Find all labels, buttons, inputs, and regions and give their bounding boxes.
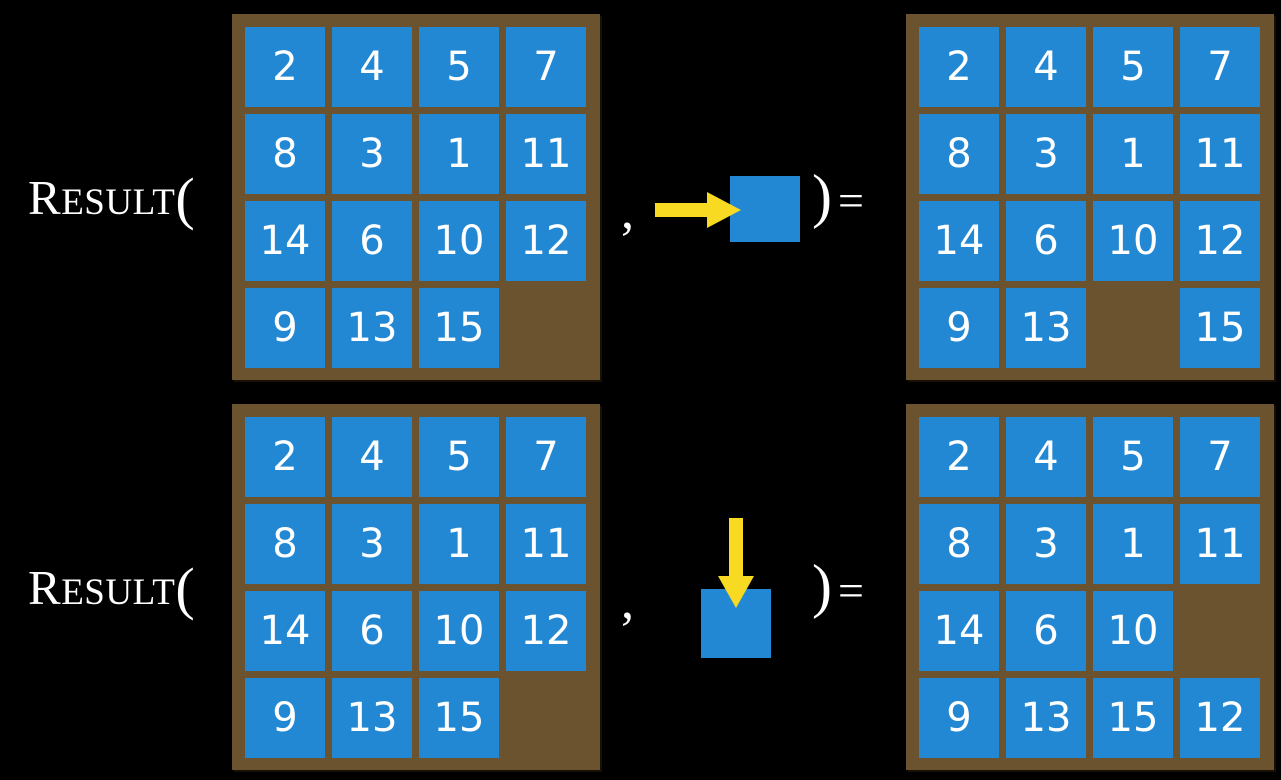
- tile[interactable]: 9: [245, 678, 325, 758]
- board-grid: 2 4 5 7 8 3 1 11 14 6 10 12 9 13 15: [245, 27, 587, 368]
- arrow-down-icon: [718, 518, 754, 608]
- blank-tile: [506, 678, 586, 758]
- board-grid: 2 4 5 7 8 3 1 11 14 6 10 9 13 15 12: [919, 417, 1261, 758]
- output-board: 2 4 5 7 8 3 1 11 14 6 10 9 13 15 12: [906, 404, 1274, 770]
- tile[interactable]: 11: [506, 114, 586, 194]
- input-board: 2 4 5 7 8 3 1 11 14 6 10 12 9 13 15: [232, 404, 600, 770]
- argument-separator: ,: [621, 183, 634, 240]
- tile[interactable]: 1: [1093, 504, 1173, 584]
- tile[interactable]: 8: [919, 114, 999, 194]
- tile[interactable]: 3: [1006, 504, 1086, 584]
- result-label-first-letter: R: [28, 170, 62, 225]
- tile[interactable]: 5: [419, 417, 499, 497]
- tile[interactable]: 10: [1093, 591, 1173, 671]
- tile[interactable]: 15: [419, 678, 499, 758]
- equals-sign: =: [837, 565, 864, 616]
- tile[interactable]: 5: [419, 27, 499, 107]
- move-right-glyph[interactable]: [655, 170, 805, 250]
- tile[interactable]: 14: [245, 591, 325, 671]
- tile[interactable]: 12: [506, 591, 586, 671]
- close-paren: ): [812, 163, 832, 229]
- tile[interactable]: 13: [1006, 678, 1086, 758]
- equation-down-move: RESULT( 2 4 5 7 8 3 1 11 14 6 10 12 9 13…: [0, 390, 1281, 780]
- tile[interactable]: 7: [506, 417, 586, 497]
- equation-right-move: RESULT( 2 4 5 7 8 3 1 11 14 6 10 12 9 13…: [28, 14, 1274, 380]
- result-label-rest: ESULT: [61, 572, 176, 613]
- result-label-first-letter: R: [28, 560, 62, 615]
- result-label-rest: ESULT: [61, 182, 176, 223]
- tile[interactable]: 7: [506, 27, 586, 107]
- result-label-open-paren: (: [175, 166, 196, 231]
- tile[interactable]: 13: [332, 288, 412, 368]
- tile[interactable]: 1: [419, 114, 499, 194]
- move-down-glyph[interactable]: [690, 508, 790, 668]
- board-grid: 2 4 5 7 8 3 1 11 14 6 10 12 9 13 15: [919, 27, 1261, 368]
- tile[interactable]: 4: [1006, 27, 1086, 107]
- tile[interactable]: 3: [332, 114, 412, 194]
- tile[interactable]: 2: [919, 417, 999, 497]
- tile[interactable]: 15: [419, 288, 499, 368]
- tile[interactable]: 7: [1180, 27, 1260, 107]
- tile[interactable]: 1: [1093, 114, 1173, 194]
- tile[interactable]: 9: [919, 288, 999, 368]
- result-label-open-paren: (: [175, 556, 196, 621]
- arrow-right-icon: [655, 192, 741, 228]
- tile[interactable]: 9: [919, 678, 999, 758]
- tile[interactable]: 15: [1093, 678, 1173, 758]
- tile[interactable]: 12: [506, 201, 586, 281]
- tile[interactable]: 14: [245, 201, 325, 281]
- output-board: 2 4 5 7 8 3 1 11 14 6 10 12 9 13 15: [906, 14, 1274, 380]
- tile[interactable]: 11: [1180, 114, 1260, 194]
- tile[interactable]: 1: [419, 504, 499, 584]
- result-function-label: RESULT(: [28, 166, 195, 228]
- tile[interactable]: 8: [919, 504, 999, 584]
- close-paren-equals: )=: [812, 166, 864, 226]
- tile[interactable]: 13: [1006, 288, 1086, 368]
- tile[interactable]: 5: [1093, 417, 1173, 497]
- tile[interactable]: 8: [245, 504, 325, 584]
- blank-tile: [1180, 591, 1260, 671]
- move-target-tile[interactable]: [730, 176, 800, 242]
- tile[interactable]: 12: [1180, 201, 1260, 281]
- tile[interactable]: 10: [419, 591, 499, 671]
- tile[interactable]: 6: [1006, 201, 1086, 281]
- tile[interactable]: 9: [245, 288, 325, 368]
- tile[interactable]: 6: [332, 591, 412, 671]
- tile[interactable]: 3: [1006, 114, 1086, 194]
- close-paren: ): [812, 553, 832, 619]
- tile[interactable]: 2: [245, 27, 325, 107]
- result-function-label: RESULT(: [28, 556, 195, 618]
- tile[interactable]: 3: [332, 504, 412, 584]
- tile[interactable]: 13: [332, 678, 412, 758]
- tile[interactable]: 11: [1180, 504, 1260, 584]
- tile[interactable]: 10: [419, 201, 499, 281]
- argument-separator: ,: [621, 573, 634, 630]
- blank-tile: [1093, 288, 1173, 368]
- tile[interactable]: 6: [332, 201, 412, 281]
- tile[interactable]: 10: [1093, 201, 1173, 281]
- board-grid: 2 4 5 7 8 3 1 11 14 6 10 12 9 13 15: [245, 417, 587, 758]
- input-board: 2 4 5 7 8 3 1 11 14 6 10 12 9 13 15: [232, 14, 600, 380]
- tile[interactable]: 7: [1180, 417, 1260, 497]
- tile[interactable]: 4: [1006, 417, 1086, 497]
- close-paren-equals: )=: [812, 556, 864, 616]
- tile[interactable]: 5: [1093, 27, 1173, 107]
- tile[interactable]: 11: [506, 504, 586, 584]
- blank-tile: [506, 288, 586, 368]
- tile[interactable]: 14: [919, 591, 999, 671]
- tile[interactable]: 2: [245, 417, 325, 497]
- equals-sign: =: [837, 175, 864, 226]
- tile[interactable]: 8: [245, 114, 325, 194]
- tile[interactable]: 15: [1180, 288, 1260, 368]
- tile[interactable]: 4: [332, 417, 412, 497]
- tile[interactable]: 14: [919, 201, 999, 281]
- tile[interactable]: 12: [1180, 678, 1260, 758]
- tile[interactable]: 4: [332, 27, 412, 107]
- tile[interactable]: 2: [919, 27, 999, 107]
- tile[interactable]: 6: [1006, 591, 1086, 671]
